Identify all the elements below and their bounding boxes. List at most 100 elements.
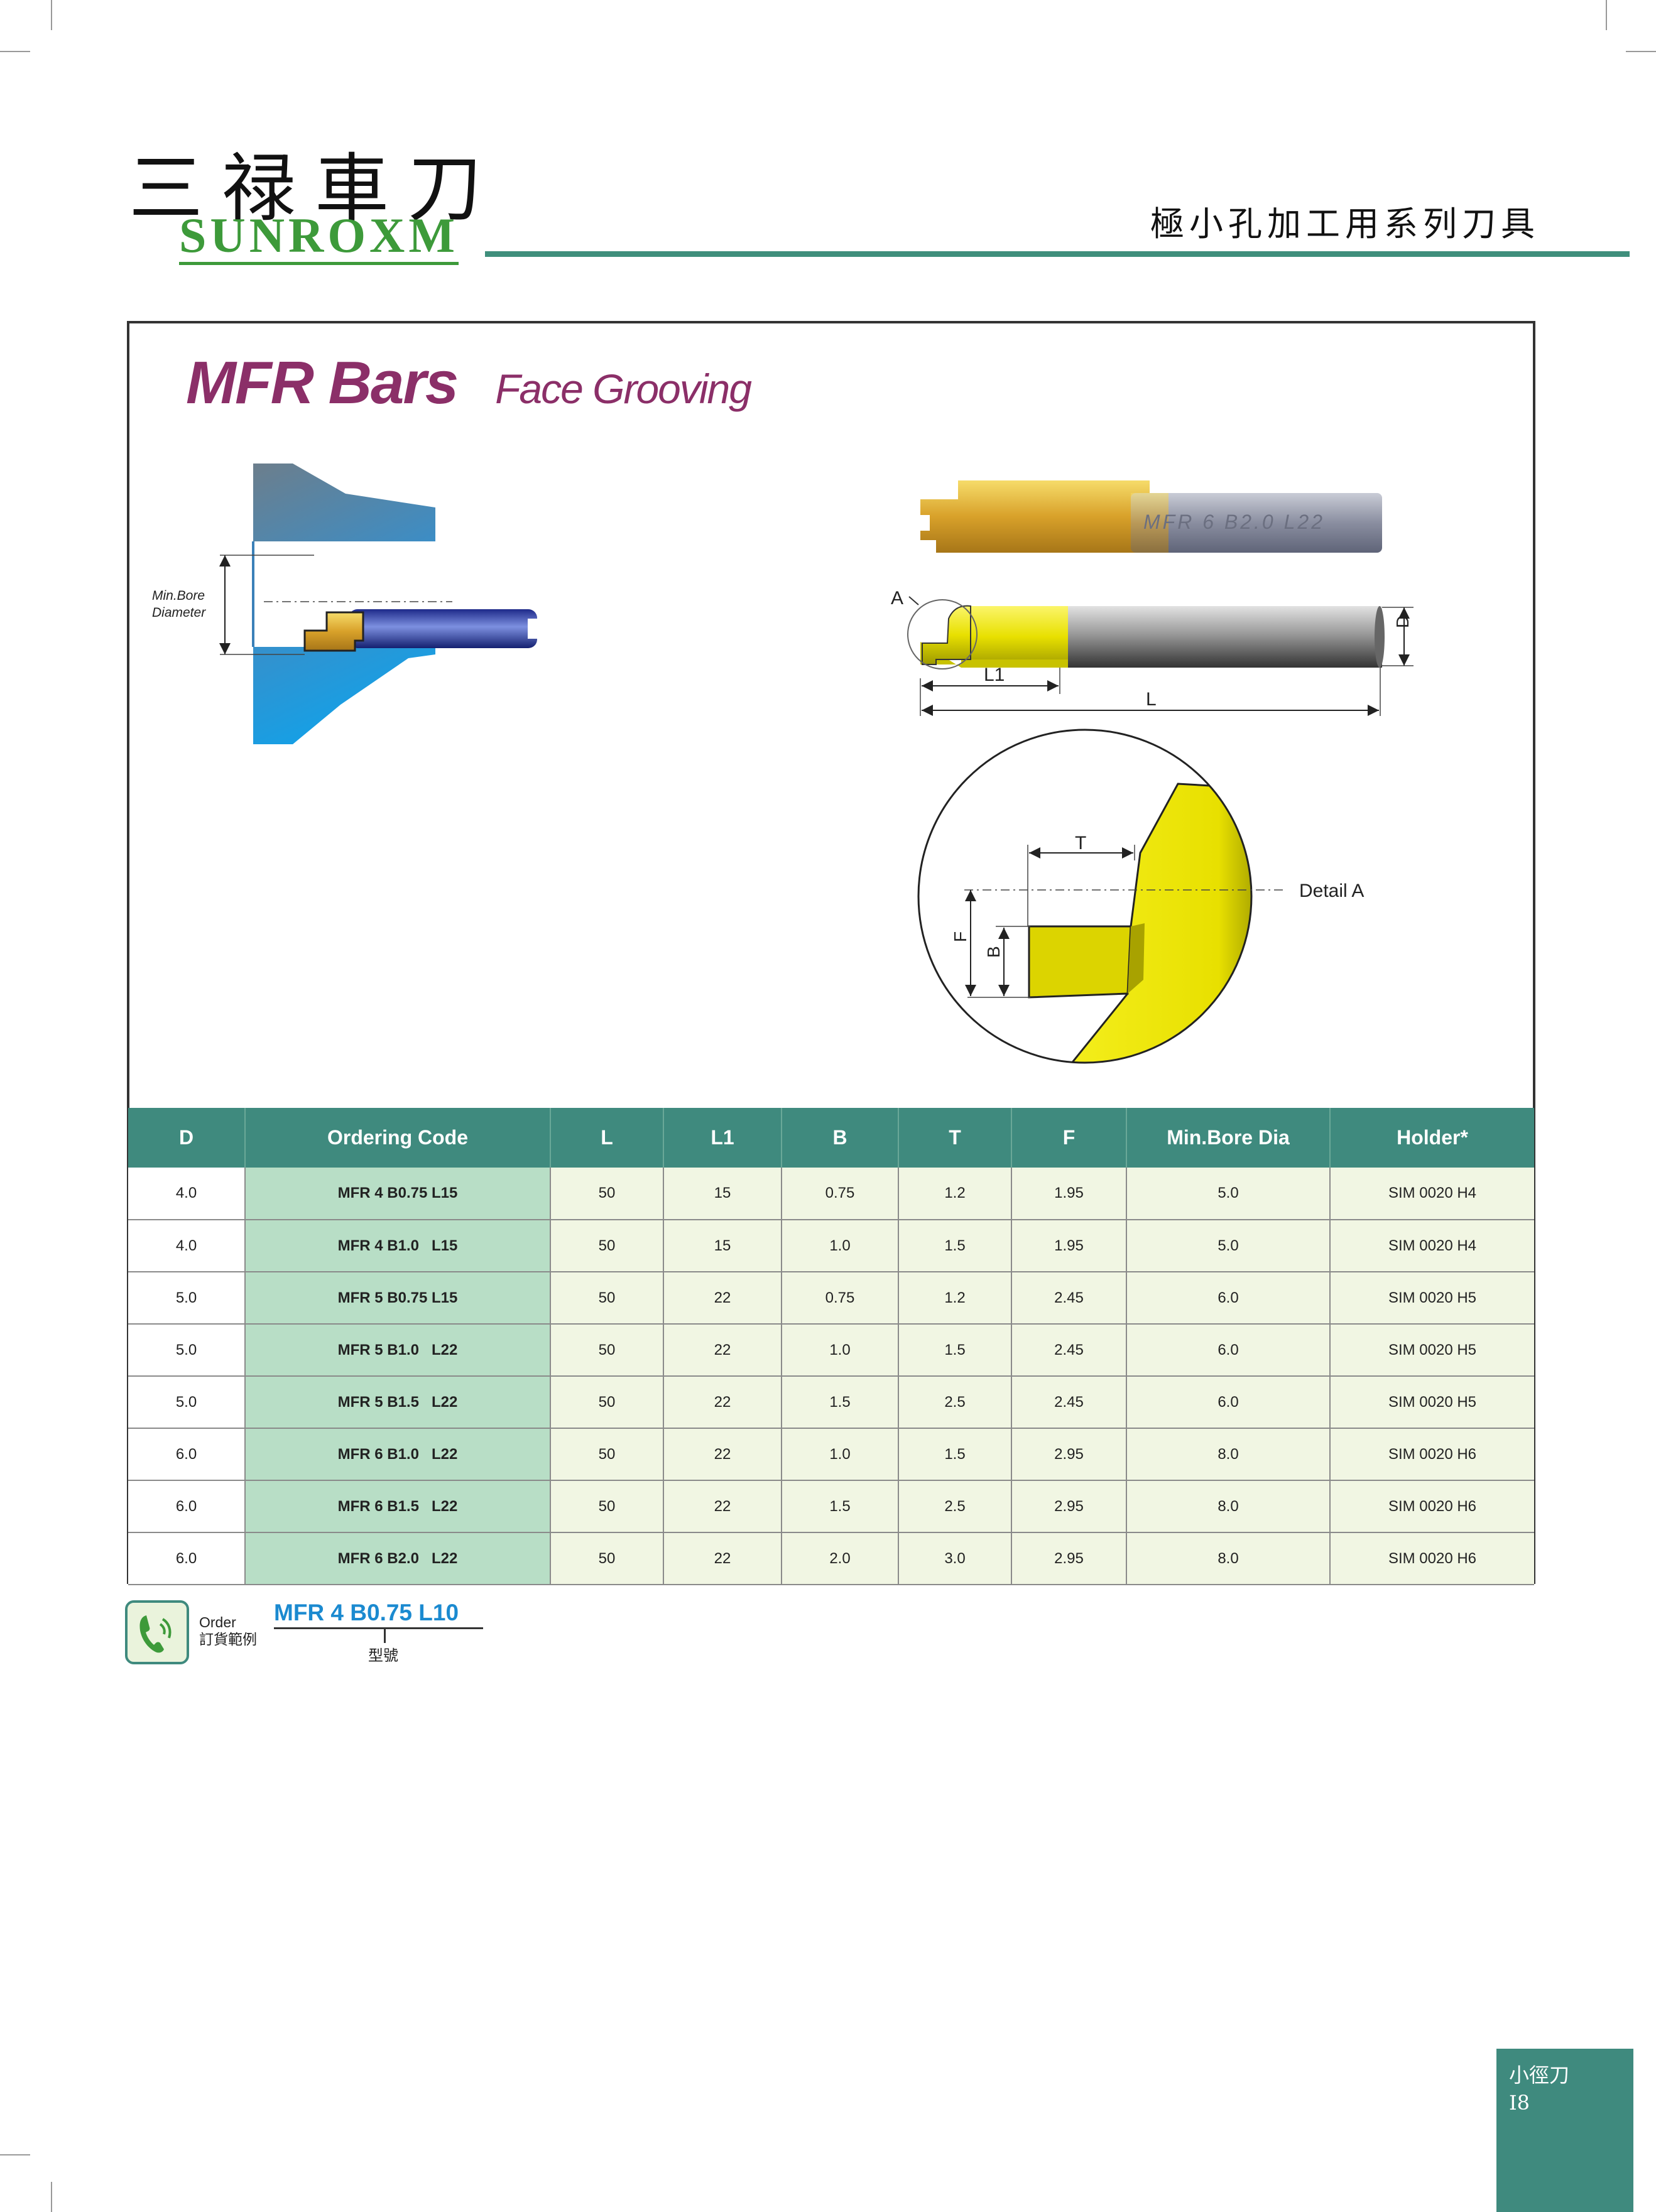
cell-ordering-code: MFR 5 B1.0 L22 [245, 1324, 551, 1377]
dim-l-label: L [1146, 689, 1157, 710]
cell-b: 1.0 [782, 1428, 899, 1481]
cell-ordering-code: MFR 6 B1.0 L22 [245, 1428, 551, 1481]
cell-t: 1.2 [898, 1168, 1012, 1220]
boring-bar [349, 609, 537, 648]
cell-holder: SIM 0020 H4 [1330, 1220, 1534, 1272]
cell-t: 2.5 [898, 1480, 1012, 1533]
order-example-code: MFR 4 B0.75 L10 [274, 1600, 459, 1625]
cell-min-bore-dia: 5.0 [1126, 1168, 1331, 1220]
crop-mark [0, 51, 30, 52]
cell-d: 4.0 [128, 1220, 246, 1272]
cell-min-bore-dia: 6.0 [1126, 1272, 1331, 1325]
cell-l: 50 [550, 1168, 664, 1220]
dim-l1-label: L1 [984, 664, 1005, 685]
cell-ordering-code: MFR 5 B0.75 L15 [245, 1272, 551, 1325]
cell-d: 5.0 [128, 1376, 246, 1429]
cell-f: 2.95 [1011, 1428, 1127, 1481]
dim-f-label: F [951, 931, 970, 942]
header-rule [485, 251, 1630, 257]
cell-f: 2.95 [1011, 1480, 1127, 1533]
cell-l: 50 [550, 1220, 664, 1272]
cell-d: 6.0 [128, 1532, 246, 1585]
main-title: MFR Bars [186, 349, 459, 416]
cell-b: 2.0 [782, 1532, 899, 1585]
col-header-l1: L1 [663, 1108, 782, 1168]
cell-t: 1.5 [898, 1428, 1012, 1481]
cell-f: 2.95 [1011, 1532, 1127, 1585]
cell-l: 50 [550, 1480, 664, 1533]
cell-holder: SIM 0020 H6 [1330, 1428, 1534, 1481]
crop-mark [51, 2182, 52, 2212]
order-phone-icon [125, 1600, 189, 1664]
cell-f: 2.45 [1011, 1272, 1127, 1325]
cell-t: 2.5 [898, 1376, 1012, 1429]
cell-b: 1.5 [782, 1480, 899, 1533]
cell-t: 1.5 [898, 1220, 1012, 1272]
crop-mark [1626, 51, 1656, 52]
cell-ordering-code: MFR 4 B1.0 L15 [245, 1220, 551, 1272]
spec-table: D Ordering Code L L1 B T F Min.Bore Dia … [128, 1108, 1534, 1585]
cell-f: 1.95 [1011, 1220, 1127, 1272]
logo-cjk-text: 三禄車刀 [129, 145, 501, 232]
page-tab: 小徑刀 I8 [1496, 2049, 1633, 2212]
cell-l1: 15 [663, 1220, 782, 1272]
col-header-f: F [1011, 1108, 1127, 1168]
table-header-row: D Ordering Code L L1 B T F Min.Bore Dia … [128, 1108, 1534, 1168]
cell-l: 50 [550, 1532, 664, 1585]
cell-holder: SIM 0020 H5 [1330, 1324, 1534, 1377]
cell-t: 1.2 [898, 1272, 1012, 1325]
order-tick [384, 1629, 386, 1643]
dim-b-label: B [984, 946, 1003, 958]
workpiece-section-diagram: Min.Bore Diameter [152, 464, 542, 744]
cell-holder: SIM 0020 H5 [1330, 1376, 1534, 1429]
cell-min-bore-dia: 8.0 [1126, 1428, 1331, 1481]
order-underline [274, 1627, 483, 1629]
cell-ordering-code: MFR 4 B0.75 L15 [245, 1168, 551, 1220]
dim-a-label: A [891, 588, 903, 609]
crop-mark [0, 2154, 30, 2155]
cell-l1: 22 [663, 1480, 782, 1533]
cell-l1: 22 [663, 1376, 782, 1429]
cell-b: 1.0 [782, 1324, 899, 1377]
cell-l: 50 [550, 1272, 664, 1325]
col-header-t: T [898, 1108, 1012, 1168]
col-header-holder: Holder* [1330, 1108, 1534, 1168]
brand-logo: 三禄車刀 SUNROXM [123, 141, 512, 265]
cell-d: 6.0 [128, 1428, 246, 1481]
cell-b: 1.5 [782, 1376, 899, 1429]
sub-title: Face Grooving [495, 366, 752, 412]
col-header-min-bore-dia: Min.Bore Dia [1126, 1108, 1331, 1168]
cell-l: 50 [550, 1376, 664, 1429]
col-header-ordering-code: Ordering Code [245, 1108, 551, 1168]
cell-l1: 22 [663, 1324, 782, 1377]
page-section: 小徑刀 [1509, 2063, 1570, 2087]
cell-f: 1.95 [1011, 1168, 1127, 1220]
cell-holder: SIM 0020 H6 [1330, 1480, 1534, 1533]
tool-photo: MFR 6 B2.0 L22 [920, 480, 1382, 553]
cell-b: 1.0 [782, 1220, 899, 1272]
detail-a-diagram: Detail A T F B [917, 729, 1364, 1064]
cell-b: 0.75 [782, 1272, 899, 1325]
cell-d: 4.0 [128, 1168, 246, 1220]
order-type-label: 型號 [368, 1647, 398, 1664]
cell-holder: SIM 0020 H4 [1330, 1168, 1534, 1220]
tool-engraving: MFR 6 B2.0 L22 [1143, 511, 1325, 533]
order-label: Order 訂貨範例 [199, 1614, 257, 1648]
bore-label: Diameter [152, 605, 206, 620]
grooving-insert [303, 611, 364, 652]
cell-b: 0.75 [782, 1168, 899, 1220]
cell-l1: 22 [663, 1272, 782, 1325]
tool-drawing: A D L1 L [891, 588, 1414, 716]
cell-ordering-code: MFR 6 B1.5 L22 [245, 1480, 551, 1533]
cell-min-bore-dia: 6.0 [1126, 1376, 1331, 1429]
cell-l1: 22 [663, 1428, 782, 1481]
crop-mark [51, 0, 52, 30]
cell-holder: SIM 0020 H5 [1330, 1272, 1534, 1325]
